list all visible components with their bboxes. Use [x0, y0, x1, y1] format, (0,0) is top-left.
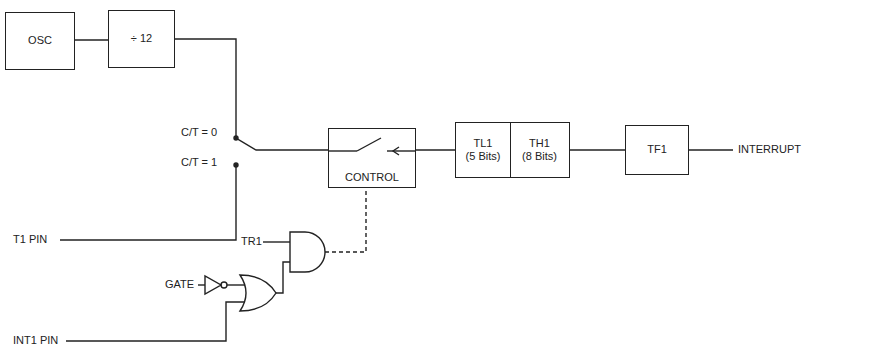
or-to-and-wire: [276, 262, 290, 293]
tr1-wire: [262, 241, 290, 242]
divider-box: ÷ 12: [108, 10, 175, 68]
register-box: TH1(8 Bits): [510, 122, 570, 178]
signal-label: C/T = 0: [180, 126, 218, 139]
and-gate: [290, 232, 325, 272]
oscillator-box: OSC: [5, 12, 75, 70]
t1-pin-wire: [60, 165, 236, 240]
box-title: TH1: [529, 137, 550, 150]
signal-label: INT1 PIN: [12, 334, 59, 347]
signal-label: GATE: [164, 278, 195, 291]
box-title: ÷ 12: [131, 32, 152, 45]
control-switch-box: CONTROL: [328, 128, 416, 188]
int1-wire: [66, 302, 245, 341]
box-title: TF1: [647, 143, 667, 156]
box-note: (5 Bits): [466, 150, 501, 163]
box-note: (8 Bits): [522, 150, 557, 163]
wire-connector: [75, 39, 108, 40]
signal-label: T1 PIN: [12, 233, 48, 246]
interrupt-wire: [689, 149, 733, 150]
signal-label: TR1: [240, 235, 263, 248]
switch-contact: [234, 163, 238, 167]
wire-connector: [175, 39, 328, 150]
inverter-wire: [227, 284, 245, 285]
wire-connector: [570, 149, 626, 150]
register-box: TL1(5 Bits): [455, 122, 511, 178]
flag-box: TF1: [625, 125, 689, 175]
inverter: [205, 276, 221, 294]
box-title: CONTROL: [345, 171, 399, 184]
or-gate: [240, 275, 276, 311]
box-title: TL1: [474, 137, 493, 150]
inverter-bubble: [221, 282, 227, 288]
wire-connector: [416, 149, 455, 150]
box-title: OSC: [28, 34, 52, 47]
gate-wire: [198, 284, 205, 285]
signal-label: C/T = 1: [180, 156, 218, 169]
control-wire: [325, 189, 366, 252]
signal-label: INTERRUPT: [737, 143, 802, 156]
